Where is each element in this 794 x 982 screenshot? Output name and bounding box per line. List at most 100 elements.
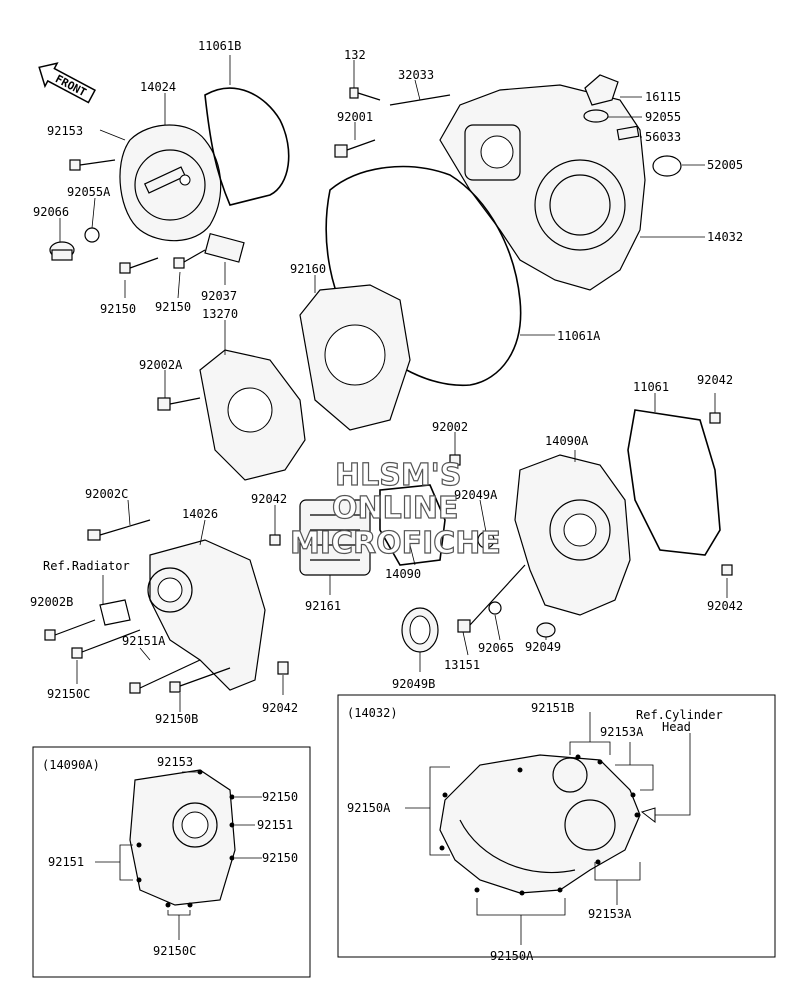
watermark-line-1: HLSM'S xyxy=(335,458,461,493)
cover-14026 xyxy=(149,539,266,691)
callout-92153-top: 92153 xyxy=(47,124,83,138)
callout-92150B: 92150B xyxy=(155,712,198,726)
inset-14032: (14032) Ref.Cylinder Head 92151B 92153A … xyxy=(337,694,776,963)
callout-14032: 14032 xyxy=(707,230,743,244)
plate-92037 xyxy=(204,232,245,263)
bolt-92150B xyxy=(169,667,231,693)
inset-right-92150A-bottom: 92150A xyxy=(490,949,534,963)
callout-labels: 11061B 132 32033 14024 16115 92001 92055… xyxy=(30,39,743,726)
callout-32033: 32033 xyxy=(398,68,434,82)
callout-92042-tr: 92042 xyxy=(697,373,733,387)
inset-right-92150A-left: 92150A xyxy=(347,801,391,815)
callout-92150-b: 92150 xyxy=(155,300,191,314)
bolt-132 xyxy=(349,87,381,101)
bolt-92150C-main xyxy=(71,629,141,659)
inset-left-92150-1: 92150 xyxy=(262,790,298,804)
ref-cylinder-label: Ref.Cylinder xyxy=(636,708,723,722)
seal-52005 xyxy=(652,155,682,177)
o-ring-92055 xyxy=(583,109,609,123)
callout-92042-mid: 92042 xyxy=(251,492,287,506)
callout-52005: 52005 xyxy=(707,158,743,172)
gasket-11061 xyxy=(627,409,721,556)
washer-92065 xyxy=(488,601,502,615)
callout-92002: 92002 xyxy=(432,420,468,434)
pump-92161 xyxy=(299,499,371,576)
bolt-92001 xyxy=(334,139,376,158)
callout-92150C: 92150C xyxy=(47,687,90,701)
callout-92150-a: 92150 xyxy=(100,302,136,316)
gasket-11061B xyxy=(204,87,290,206)
callout-92049B: 92049B xyxy=(392,677,435,691)
inset-right-title: (14032) xyxy=(347,706,398,720)
seal-92049 xyxy=(536,622,556,638)
ref-radiator-label: Ref.Radiator xyxy=(43,559,130,573)
bolt-92150-a xyxy=(119,257,159,274)
inset-left-92151: 92151 xyxy=(257,818,293,832)
callout-11061B: 11061B xyxy=(198,39,241,53)
callout-92002B: 92002B xyxy=(30,595,73,609)
callout-92055: 92055 xyxy=(645,110,681,124)
callout-13270: 13270 xyxy=(202,307,238,321)
switch-13151 xyxy=(457,564,526,633)
inset-left-title: (14090A) xyxy=(42,758,100,772)
callout-92161: 92161 xyxy=(305,599,341,613)
bolt-92153 xyxy=(69,159,116,171)
callout-11061: 11061 xyxy=(633,380,669,394)
inset-right-92153A-top: 92153A xyxy=(600,725,644,739)
inset-right-92151B: 92151B xyxy=(531,701,574,715)
cap-16115 xyxy=(584,74,619,106)
bolt-92151A xyxy=(129,659,201,694)
watermark-line-3: MICROFICHE xyxy=(290,526,501,561)
front-label: FRONT xyxy=(53,72,89,99)
dowel-92042-r xyxy=(721,564,733,576)
inset-right-92153A-bottom: 92153A xyxy=(588,907,632,921)
callout-92001: 92001 xyxy=(337,110,373,124)
bolt-92002C xyxy=(99,519,151,536)
watermark-line-2: ONLINE xyxy=(332,491,459,526)
callout-14090A: 14090A xyxy=(545,434,589,448)
inset-14090A: (14090A) 92153 92150 92151 92150 92151 9… xyxy=(32,746,311,978)
callout-92065: 92065 xyxy=(478,641,514,655)
gasket-14090 xyxy=(379,484,446,566)
bolt-92002B xyxy=(44,619,96,641)
front-arrow-icon: FRONT xyxy=(38,62,96,104)
callout-132: 132 xyxy=(344,48,366,62)
inset-left-92153: 92153 xyxy=(157,755,193,769)
callout-16115: 16115 xyxy=(645,90,681,104)
plug-92066 xyxy=(49,241,75,261)
inset-left-92150-2: 92150 xyxy=(262,851,298,865)
callout-92055A: 92055A xyxy=(67,185,111,199)
callout-92002A: 92002A xyxy=(139,358,183,372)
callout-14024: 14024 xyxy=(140,80,176,94)
callout-92049: 92049 xyxy=(525,640,561,654)
radiator-bracket xyxy=(99,599,131,626)
inset-left-92150C: 92150C xyxy=(153,944,196,958)
o-ring-92055A xyxy=(84,227,100,243)
callout-92002C: 92002C xyxy=(85,487,128,501)
leader-lines xyxy=(59,55,728,712)
callout-11061A: 11061A xyxy=(557,329,601,343)
callout-92049A: 92049A xyxy=(454,488,498,502)
clutch-cover-14032 xyxy=(439,84,646,291)
callout-13151: 13151 xyxy=(444,658,480,672)
callout-56033: 56033 xyxy=(645,130,681,144)
left-engine-cover-14024 xyxy=(119,124,222,242)
dowel-92042-tr xyxy=(709,412,721,424)
bolt-92002A xyxy=(157,397,201,411)
dowel-92042-bot xyxy=(277,661,289,675)
watermark: HLSM'S ONLINE MICROFICHE xyxy=(289,457,501,561)
callout-14026: 14026 xyxy=(182,507,218,521)
callout-92037: 92037 xyxy=(201,289,237,303)
callout-92066: 92066 xyxy=(33,205,69,219)
bolt-92150-b xyxy=(173,249,206,269)
callout-14090: 14090 xyxy=(385,567,421,581)
dowel-92042-mid xyxy=(269,534,281,546)
callout-92042-bot: 92042 xyxy=(262,701,298,715)
ref-cylinder-head-label: Head xyxy=(662,720,691,734)
plate-56033 xyxy=(616,125,640,141)
callout-92151A: 92151A xyxy=(122,634,166,648)
inset-left-92151-left: 92151 xyxy=(48,855,84,869)
callout-92042-r: 92042 xyxy=(707,599,743,613)
